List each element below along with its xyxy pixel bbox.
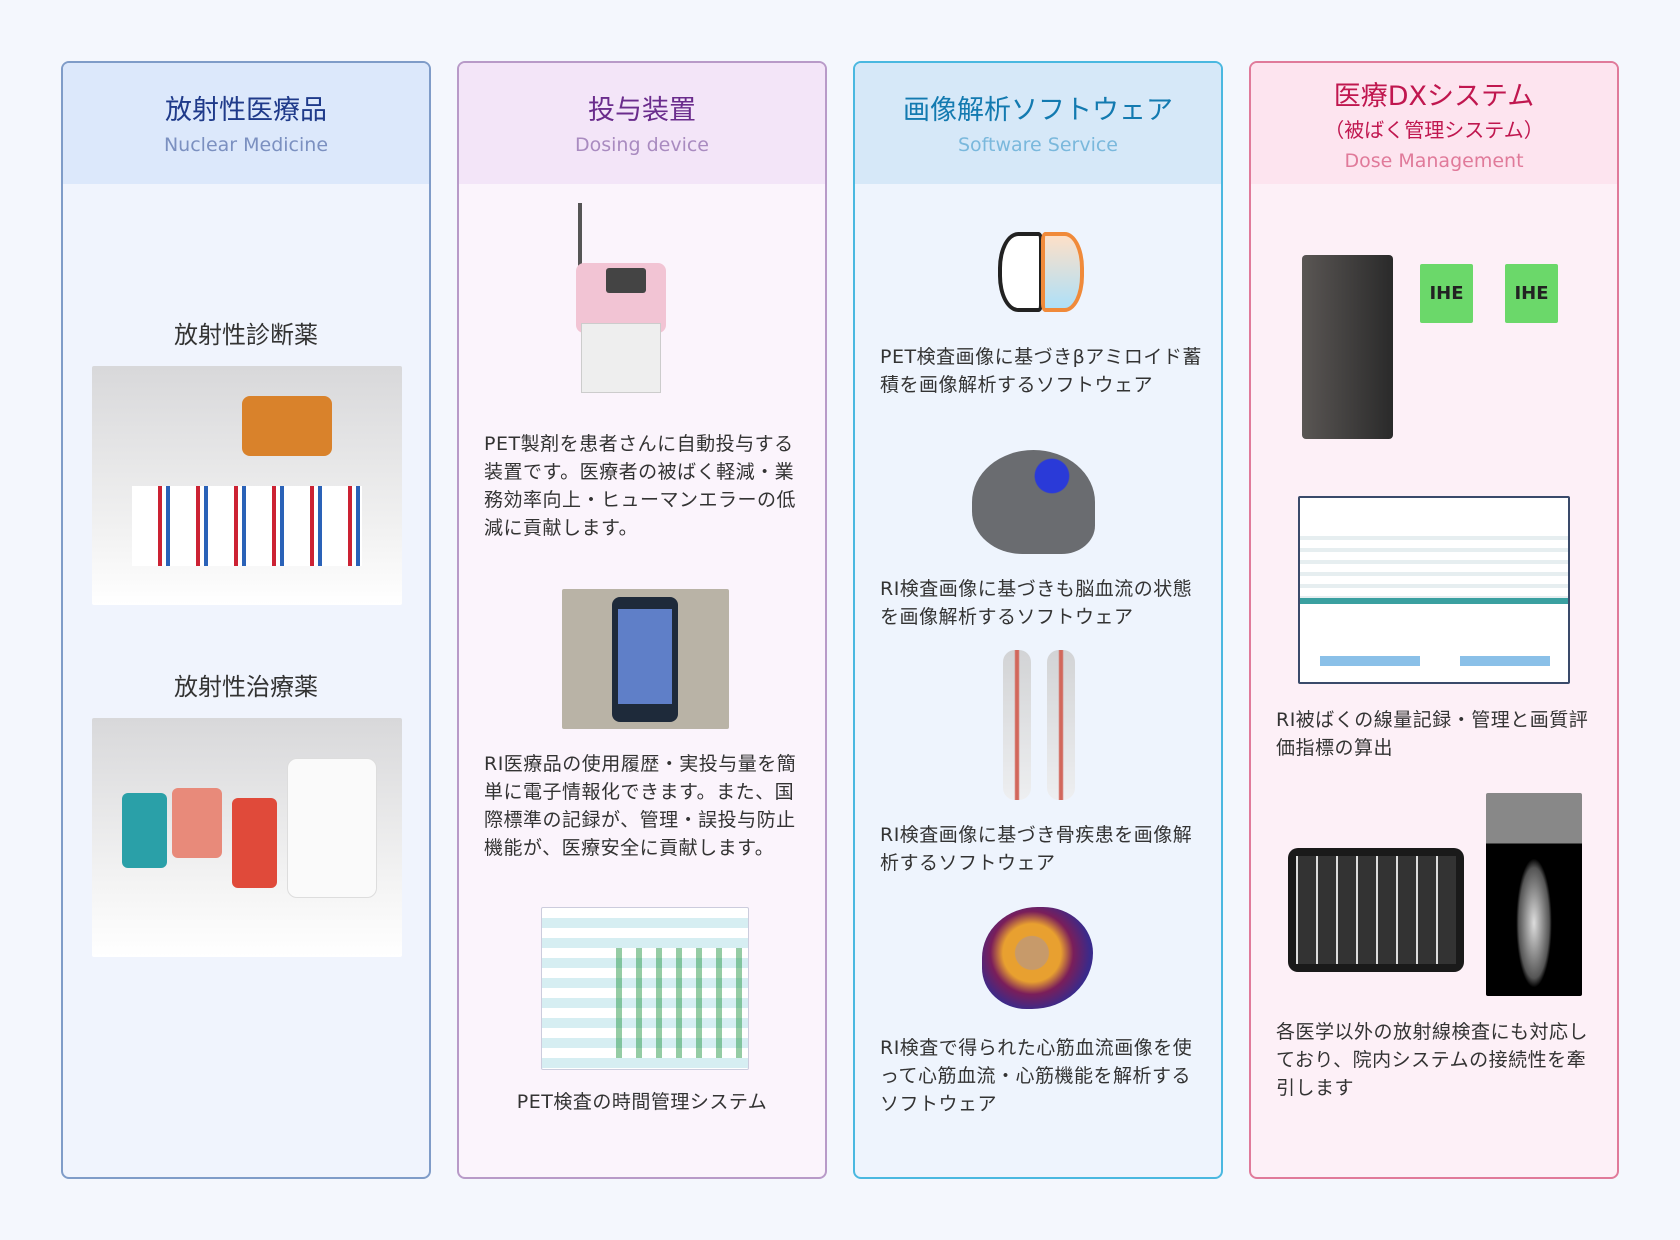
dosing-device-description: PET製剤を患者さんに自動投与する装置です。医療者の被ばく軽減・業務効率向上・ヒ… (484, 433, 797, 539)
column-title: 投与装置 (588, 95, 696, 126)
column-title: 医療DXシステム (1333, 81, 1535, 112)
ihe-badge: IHE (1505, 264, 1558, 323)
diagnostic-drugs-image (92, 366, 402, 605)
dose-record-description: RI被ばくの線量記録・管理と画質評価指標の算出 (1276, 709, 1589, 759)
amyloid-software-description: PET検査画像に基づきβアミロイド蓄積を画像解析するソフトウェア (880, 346, 1202, 396)
column-subtitle: Dosing device (575, 134, 709, 156)
column-title-sub: （被ばく管理システム） (1324, 118, 1544, 142)
myocardial-software-description: RI検査で得られた心筋血流画像を使って心筋血流・心筋機能を解析するソフトウェア (880, 1037, 1193, 1115)
column-header: 投与装置 Dosing device (459, 63, 825, 184)
column-image-analysis-software: 画像解析ソフトウェア Software Service PET検査画像に基づきβ… (853, 61, 1223, 1179)
section-label-therapeutic: 放射性治療薬 (174, 673, 318, 701)
connectivity-description: 各医学以外の放射線検査にも対応しており、院内システムの接続性を牽引します (1276, 1021, 1589, 1099)
column-dose-management: 医療DXシステム （被ばく管理システム） Dose Management IHE… (1249, 61, 1619, 1179)
column-header: 放射性医療品 Nuclear Medicine (63, 63, 429, 184)
time-management-screen-image (541, 907, 749, 1070)
dose-record-screen-image (1298, 496, 1570, 684)
auto-dosing-device-image (506, 203, 709, 409)
column-header: 医療DXシステム （被ばく管理システム） Dose Management (1251, 63, 1617, 184)
ri-record-description: RI医療品の使用履歴・実投与量を簡単に電子情報化できます。また、国際標準の記録が… (484, 753, 797, 859)
ct-scan-image (1486, 793, 1582, 996)
column-nuclear-medicine: 放射性医療品 Nuclear Medicine 放射性診断薬 放射性治療薬 (61, 61, 431, 1179)
myocardial-perfusion-image (982, 907, 1093, 1009)
column-dosing-device: 投与装置 Dosing device PET製剤を患者さんに自動投与する装置です… (457, 61, 827, 1179)
section-label-diagnostic: 放射性診断薬 (174, 321, 318, 349)
tablet-image (1288, 848, 1464, 972)
column-title: 画像解析ソフトウェア (903, 95, 1173, 126)
bone-scan-image (993, 650, 1084, 800)
brain-perfusion-image (972, 450, 1095, 554)
column-header: 画像解析ソフトウェア Software Service (855, 63, 1221, 184)
handheld-terminal-image (562, 589, 729, 729)
bone-disease-description: RI検査画像に基づき骨疾患を画像解析するソフトウェア (880, 824, 1193, 874)
column-title: 放射性医療品 (165, 95, 327, 126)
smartphone-image (1302, 255, 1393, 439)
brain-icon (998, 227, 1084, 323)
column-subtitle: Software Service (957, 134, 1118, 156)
therapeutic-drugs-image (92, 718, 402, 957)
cerebral-blood-flow-description: RI検査画像に基づきも脳血流の状態を画像解析するソフトウェア (880, 578, 1193, 628)
time-management-caption: PET検査の時間管理システム (516, 1091, 768, 1113)
ihe-badge: IHE (1420, 264, 1473, 323)
column-subtitle: Nuclear Medicine (163, 134, 329, 156)
column-subtitle: Dose Management (1344, 150, 1524, 172)
